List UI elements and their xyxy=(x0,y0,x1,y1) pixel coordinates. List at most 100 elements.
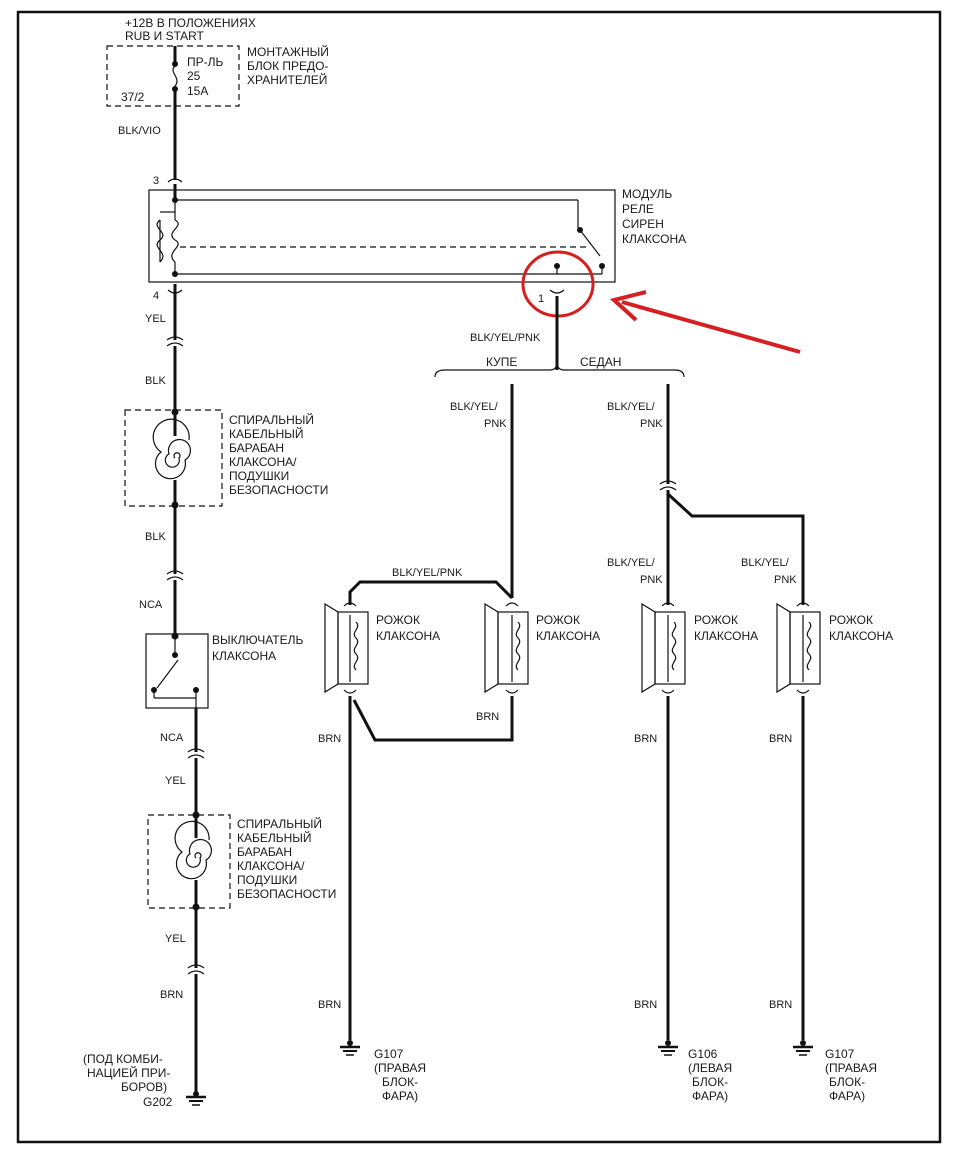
g106-label-2: (ЛЕВАЯ xyxy=(688,1061,732,1075)
clockspring-label-4: КЛАКСОНА/ xyxy=(229,455,297,469)
wire-label-yel-1: YEL xyxy=(145,313,166,325)
relay-label-1: МОДУЛЬ xyxy=(622,187,672,201)
horn-switch-label-2: КЛАКСОНА xyxy=(212,649,276,663)
clockspring-box xyxy=(147,814,231,909)
relay-coil-icon xyxy=(156,219,164,263)
fuse-rating: 15А xyxy=(187,84,208,98)
fuse-block-label-2: БЛОК ПРЕДО- xyxy=(247,59,329,73)
g107-label-2: (ПРАВАЯ xyxy=(374,1061,426,1075)
clockspring-label-6: БЕЗОПАСНОСТИ xyxy=(229,483,328,497)
connector-icon xyxy=(659,480,677,491)
clockspring-label-6: БЕЗОПАСНОСТИ xyxy=(237,887,336,901)
clockspring-label-1: СПИРАЛЬНЫЙ xyxy=(229,412,314,427)
horn-label-2: КЛАКСОНА xyxy=(694,629,758,643)
relay-pin-3: 3 xyxy=(153,175,159,187)
ground-g106-left: G106 (ЛЕВАЯ БЛОК- ФАРА) xyxy=(658,1040,732,1103)
g202-label-2: НАЦИЕЙ ПРИ- xyxy=(87,1065,170,1080)
diagram-frame xyxy=(16,10,942,1144)
horn-icon xyxy=(641,602,656,694)
wire-label-blk-yel-a: BLK/YEL/ xyxy=(450,401,499,413)
wire-label-blk-yel-c: BLK/YEL/ xyxy=(607,557,656,569)
wire-label-pnk-a: PNK xyxy=(484,418,507,430)
horn-label-1: РОЖОК xyxy=(694,613,738,627)
wire-label-brn-2: BRN xyxy=(476,711,499,723)
ground-g107-right-b: G107 (ПРАВАЯ БЛОК- ФАРА) xyxy=(793,1040,877,1103)
clockspring-label-2: КАБЕЛЬНЫЙ xyxy=(229,426,304,441)
fuse-block-label-3: ХРАНИТЕЛЕЙ xyxy=(247,72,327,87)
wire-label-pnk-b: PNK xyxy=(640,418,663,430)
clockspring-label-5: ПОДУШКИ xyxy=(229,469,289,483)
g202-label-3: БОРОВ) xyxy=(121,1080,167,1094)
wire-label-pnk-c: PNK xyxy=(640,574,663,586)
wire-label-blk-vio: BLK/VIO xyxy=(118,125,161,137)
wire-label-yel-2: YEL xyxy=(165,775,186,787)
g106-label-1: G106 xyxy=(688,1047,718,1061)
wire-label-blk-yel-pnk-2: BLK/YEL/PNK xyxy=(392,567,463,579)
horn-relay-module: 3 4 1 МОДУЛЬ РЕЛЕ СИРЕН КЛАКСОНА xyxy=(148,175,686,305)
wire-label-blk-yel-pnk-1: BLK/YEL/PNK xyxy=(470,332,541,344)
horn-label-2: КЛАКСОНА xyxy=(829,629,893,643)
horn-icon xyxy=(776,602,791,694)
power-source: +12В В ПОЛОЖЕНИЯХ RUB И START xyxy=(125,16,256,43)
g107-label-3: БЛОК- xyxy=(382,1075,418,1089)
wire-label-brn-3: BRN xyxy=(318,733,341,745)
horn-switch-box xyxy=(145,633,209,709)
horn-1: РОЖОК КЛАКСОНА xyxy=(324,602,440,694)
spiral-icon xyxy=(152,418,192,480)
fuse-pin: 37/2 xyxy=(121,90,145,104)
horn-switch-label-1: ВЫКЛЮЧАТЕЛЬ xyxy=(212,633,303,647)
relay-box xyxy=(148,189,616,283)
relay-label-4: КЛАКСОНА xyxy=(622,232,686,246)
clockspring-label-3: БАРАБАН xyxy=(237,845,292,859)
switch-contact-icon xyxy=(156,659,179,689)
connector-icon xyxy=(187,964,205,975)
fuse-number: 25 xyxy=(187,69,201,83)
horn-label-2: КЛАКСОНА xyxy=(376,629,440,643)
ground-g107-right: G107 (ПРАВАЯ БЛОК- ФАРА) xyxy=(340,1040,426,1103)
wire-label-brn-5: BRN xyxy=(634,733,657,745)
power-label-line1: +12В В ПОЛОЖЕНИЯХ xyxy=(125,16,256,30)
wire-label-blk-2: BLK xyxy=(145,531,166,543)
wire-label-nca-1: NCA xyxy=(139,599,163,611)
relay-label-3: СИРЕН xyxy=(622,217,664,231)
fuse-icon xyxy=(172,65,178,87)
power-label-line2: RUB И START xyxy=(125,29,205,43)
g202-label-4: G202 xyxy=(143,1095,173,1109)
wire-label-brn-1: BRN xyxy=(160,989,183,1001)
horn-label-1: РОЖОК xyxy=(376,613,420,627)
relay-pin-4: 4 xyxy=(153,290,159,302)
fuse-block-label-1: МОНТАЖНЫЙ xyxy=(247,44,329,59)
clockspring-label-5: ПОДУШКИ xyxy=(237,873,297,887)
connector-icon xyxy=(167,178,183,183)
connector-icon xyxy=(166,570,184,581)
connector-icon xyxy=(166,336,184,347)
annotation-arrow xyxy=(621,300,801,354)
clockspring-1: СПИРАЛЬНЫЙ КАБЕЛЬНЫЙ БАРАБАН КЛАКСОНА/ П… xyxy=(124,408,328,509)
relay-pin-1: 1 xyxy=(538,293,544,305)
clockspring-label-2: КАБЕЛЬНЫЙ xyxy=(237,830,312,845)
wire-label-brn-6: BRN xyxy=(634,999,657,1011)
clockspring-label-4: КЛАКСОНА/ xyxy=(237,859,305,873)
red-annotation xyxy=(521,250,801,354)
wire-label-nca-2: NCA xyxy=(160,732,184,744)
wire-label-yel-3: YEL xyxy=(165,933,186,945)
wire-label-brn-7: BRN xyxy=(769,733,792,745)
g107b-label-3: БЛОК- xyxy=(829,1075,865,1089)
fuse-block-outline xyxy=(106,45,240,107)
horn-label-2: КЛАКСОНА xyxy=(536,629,600,643)
wire-label-blk-yel-d: BLK/YEL/ xyxy=(741,557,790,569)
variant-coupe: КУПЕ xyxy=(486,355,517,369)
wire-label-blk-yel-b: BLK/YEL/ xyxy=(607,401,656,413)
relay-contact-icon xyxy=(579,229,601,257)
ground-g202: (ПОД КОМБИ- НАЦИЕЙ ПРИ- БОРОВ) G202 xyxy=(83,1052,206,1109)
clockspring-label-1: СПИРАЛЬНЫЙ xyxy=(237,816,322,831)
horn-icon xyxy=(324,602,339,694)
wire-label-blk-1: BLK xyxy=(145,375,166,387)
horn-4: РОЖОК КЛАКСОНА xyxy=(776,602,893,694)
clockspring-2: СПИРАЛЬНЫЙ КАБЕЛЬНЫЙ БАРАБАН КЛАКСОНА/ П… xyxy=(147,811,336,911)
g202-label-1: (ПОД КОМБИ- xyxy=(83,1052,163,1066)
horn-label-1: РОЖОК xyxy=(536,613,580,627)
relay-label-2: РЕЛЕ xyxy=(622,202,654,216)
